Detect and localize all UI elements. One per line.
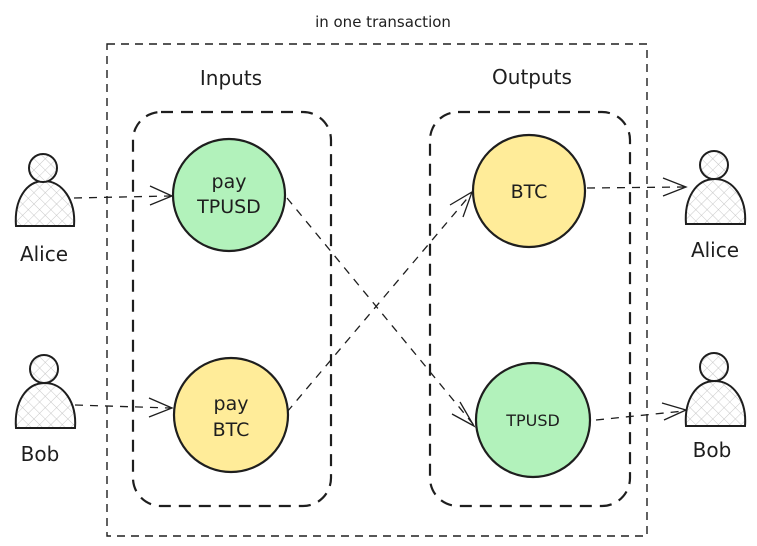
arrow-bob-to-pay-btc: [74, 397, 174, 418]
arrow-tpusd-to-bob: [595, 402, 688, 421]
outputs-group: [428, 110, 632, 508]
actor-bob-input-label: Bob: [21, 442, 60, 466]
actor-alice-output: Alice: [684, 150, 747, 262]
arrow-alice-to-pay-tpusd: [73, 185, 174, 206]
node-tpusd-output: TPUSD: [474, 361, 592, 479]
actor-bob-output-label: Bob: [693, 438, 732, 462]
node-btc-output-label: BTC: [511, 181, 548, 203]
inputs-group: [131, 110, 333, 508]
transaction-boundary: [106, 43, 648, 537]
node-btc-output: BTC: [471, 133, 587, 249]
person-icon: [14, 179, 76, 227]
node-pay-tpusd: pay TPUSD: [171, 137, 287, 253]
actor-bob-input: Bob: [14, 354, 77, 466]
node-pay-tpusd-line1: pay: [212, 171, 247, 193]
arrow-pay-btc-to-btc-output: [286, 190, 474, 413]
person-icon: [684, 177, 747, 225]
node-pay-btc: pay BTC: [172, 356, 290, 474]
transaction-title: in one transaction: [315, 13, 451, 31]
node-pay-btc-line1: pay: [214, 393, 249, 415]
person-icon: [684, 379, 747, 427]
person-icon: [14, 381, 77, 429]
actor-alice-output-label: Alice: [691, 238, 739, 262]
arrow-btc-to-alice: [586, 177, 688, 197]
node-pay-tpusd-line2: TPUSD: [196, 196, 261, 218]
actor-alice-input: Alice: [14, 153, 76, 266]
node-tpusd-output-label: TPUSD: [505, 411, 560, 430]
arrow-pay-tpusd-to-tpusd-output: [286, 197, 476, 428]
outputs-label: Outputs: [492, 65, 572, 89]
actor-bob-output: Bob: [684, 352, 747, 462]
actor-alice-input-label: Alice: [20, 242, 68, 266]
inputs-label: Inputs: [200, 66, 262, 90]
node-pay-btc-line2: BTC: [213, 419, 250, 441]
